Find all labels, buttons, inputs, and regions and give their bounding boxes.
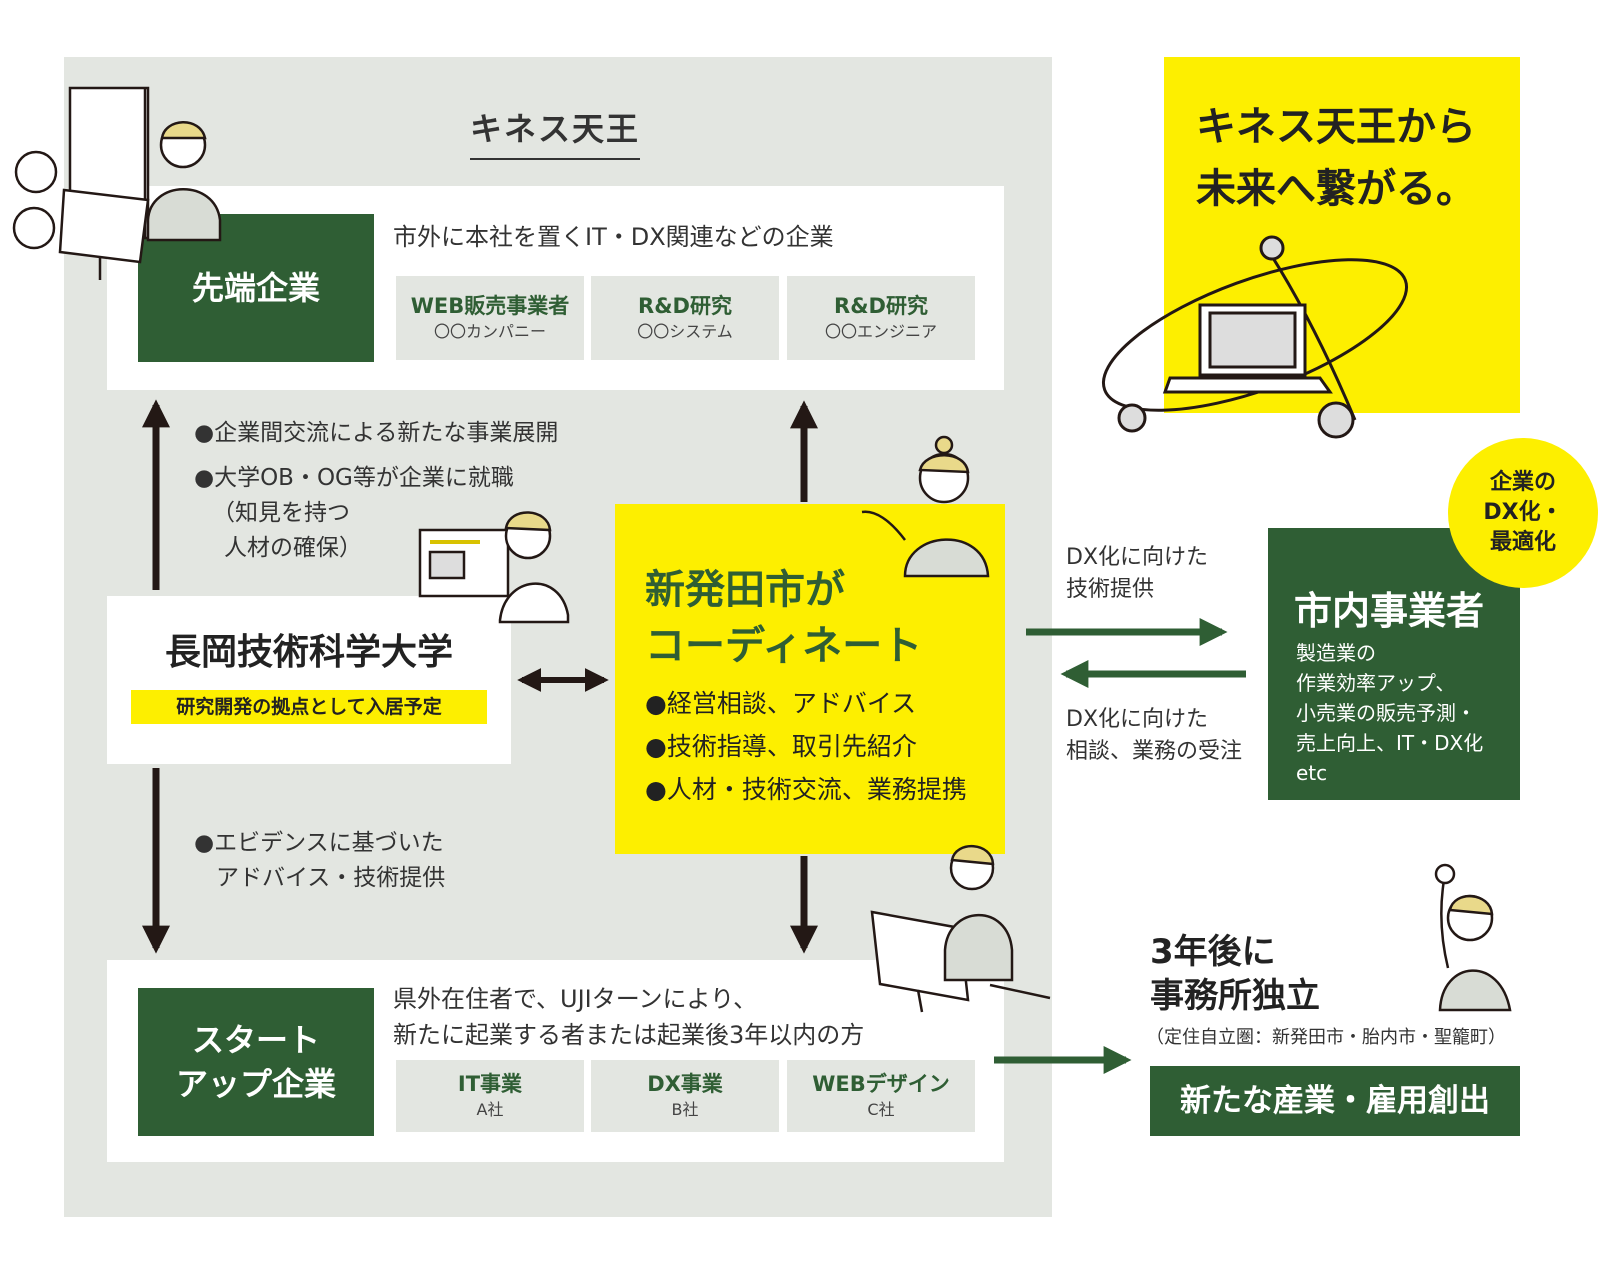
coordinator-item-3: ●人材・技術交流、業務提携 bbox=[645, 775, 967, 804]
flow-to-line1: DX化に向けた bbox=[1066, 545, 1209, 570]
independence-line1: 3年後に bbox=[1150, 932, 1276, 972]
local-business-line3: 小売業の販売予測・ bbox=[1296, 701, 1476, 725]
headline-line2: 未来へ繋がる。 bbox=[1196, 166, 1476, 212]
startup-item-web-design: WEBデザイン C社 bbox=[787, 1060, 975, 1132]
local-business-line4: 売上向上、IT・DX化 bbox=[1296, 731, 1484, 755]
dx-badge-line3: 最適化 bbox=[1489, 530, 1556, 555]
local-business-line2: 作業効率アップ、 bbox=[1296, 671, 1456, 695]
startup-item-it: IT事業 A社 bbox=[396, 1060, 584, 1132]
coordinator-title-line2: コーディネート bbox=[645, 623, 923, 669]
advanced-companies-label: 先端企業 bbox=[138, 214, 374, 362]
flow-from-line1: DX化に向けた bbox=[1066, 707, 1209, 732]
flow-from-line2: 相談、業務の受注 bbox=[1066, 739, 1243, 764]
advisor-document-illustration bbox=[418, 511, 570, 624]
startup-item-sub: A社 bbox=[476, 1100, 504, 1119]
coordinator-item-1: ●経営相談、アドバイス bbox=[645, 689, 917, 718]
university-name: 長岡技術科学大学 bbox=[164, 632, 453, 673]
advanced-item-web-sales: WEB販売事業者 〇〇カンパニー bbox=[396, 276, 584, 360]
university-box bbox=[107, 596, 511, 764]
evidence-bullet-1: ●エビデンスに基づいた bbox=[194, 830, 444, 856]
startup-item-dx: DX事業 B社 bbox=[591, 1060, 779, 1132]
advanced-item-name: R&D研究 bbox=[834, 294, 928, 318]
startup-description-line2: 新たに起業する者または起業後3年以内の方 bbox=[393, 1021, 865, 1049]
advanced-item-sub: 〇〇エンジニア bbox=[824, 322, 937, 341]
coordinator-title-line1: 新発田市が bbox=[645, 567, 845, 613]
local-business-line1: 製造業の bbox=[1296, 641, 1376, 665]
worker-monitor-illustration bbox=[870, 844, 1051, 1013]
exchange-bullet-2: ●大学OB・OG等が企業に就職 bbox=[194, 465, 514, 491]
startup-item-name: IT事業 bbox=[457, 1072, 523, 1096]
panel-title-underline bbox=[470, 158, 640, 160]
independence-area: （定住自立圏：新発田市・胎内市・聖籠町） bbox=[1146, 1027, 1506, 1048]
independence-banner: 新たな産業・雇用創出 bbox=[1150, 1066, 1520, 1136]
advanced-item-rd-system: R&D研究 〇〇システム bbox=[591, 276, 779, 360]
exchange-bullet-3: （知見を持つ bbox=[212, 500, 350, 526]
startup-label: スタート アップ企業 bbox=[138, 988, 374, 1136]
teacher-whiteboard-illustration bbox=[12, 86, 222, 280]
evidence-bullet-2: アドバイス・技術提供 bbox=[216, 865, 446, 891]
university-note: 研究開発の拠点として入居予定 bbox=[131, 690, 487, 724]
advanced-item-sub: 〇〇システム bbox=[637, 322, 733, 341]
advanced-item-name: R&D研究 bbox=[638, 294, 732, 318]
cheering-man-illustration bbox=[1434, 863, 1512, 1012]
local-business-title: 市内事業者 bbox=[1294, 589, 1485, 633]
flow-to-line2: 技術提供 bbox=[1066, 577, 1155, 602]
advanced-item-rd-engineer: R&D研究 〇〇エンジニア bbox=[787, 276, 975, 360]
coordinator-woman-illustration bbox=[861, 435, 990, 578]
startup-item-sub: B社 bbox=[671, 1100, 699, 1119]
coordinator-item-2: ●技術指導、取引先紹介 bbox=[645, 732, 917, 761]
panel-title: キネス天王 bbox=[470, 110, 641, 148]
local-business-line5: etc bbox=[1296, 761, 1328, 785]
startup-label-line1: スタート bbox=[191, 1021, 320, 1059]
dx-badge-line1: 企業の bbox=[1489, 470, 1556, 495]
independence-line2: 事務所独立 bbox=[1150, 976, 1320, 1016]
startup-item-sub: C社 bbox=[867, 1100, 895, 1119]
startup-item-name: WEBデザイン bbox=[812, 1072, 950, 1096]
advanced-companies-description: 市外に本社を置くIT・DX関連などの企業 bbox=[393, 223, 834, 251]
laptop-orbit-illustration bbox=[1101, 235, 1409, 439]
headline-line1: キネス天王から bbox=[1196, 104, 1476, 150]
dx-badge-line2: DX化・ bbox=[1483, 500, 1563, 525]
dx-badge: 企業の DX化・ 最適化 bbox=[1448, 438, 1598, 588]
advanced-item-sub: 〇〇カンパニー bbox=[433, 322, 546, 341]
exchange-bullet-4: 人材の確保） bbox=[224, 535, 362, 561]
advanced-item-name: WEB販売事業者 bbox=[410, 294, 570, 318]
exchange-bullet-1: ●企業間交流による新たな事業展開 bbox=[194, 420, 559, 446]
startup-description-line1: 県外在住者で、UJIターンにより、 bbox=[393, 985, 758, 1013]
startup-label-line2: アップ企業 bbox=[175, 1065, 336, 1103]
startup-item-name: DX事業 bbox=[647, 1072, 723, 1096]
